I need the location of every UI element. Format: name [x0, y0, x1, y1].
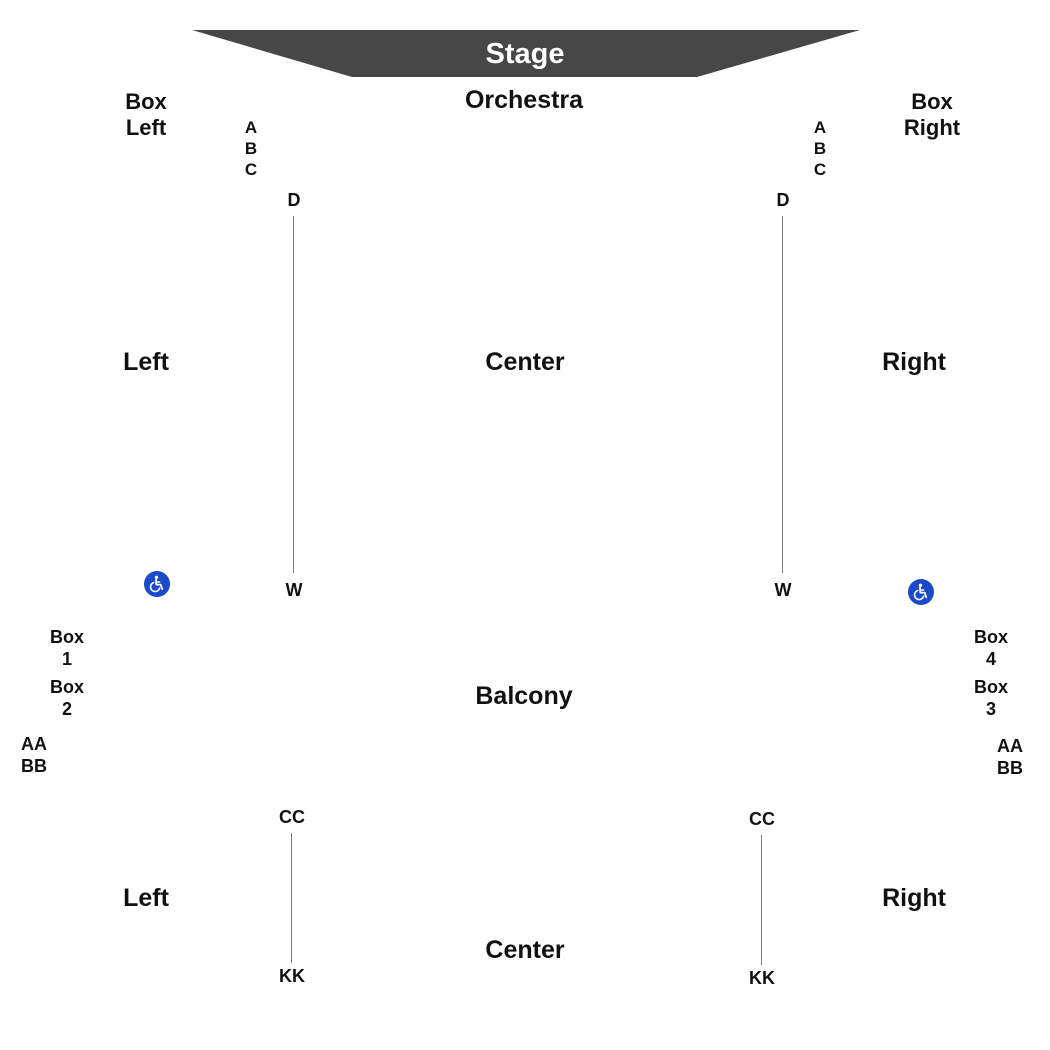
wheelchair-icon — [908, 579, 934, 605]
row-label: BB — [21, 756, 47, 776]
balcony-right-aisle-line — [761, 835, 762, 965]
box-1-line2: 1 — [61, 649, 73, 669]
row-label: A — [244, 118, 258, 137]
row-label: B — [244, 139, 258, 158]
box-2-line1: Box — [49, 677, 85, 697]
box-3-line2: 3 — [985, 699, 997, 719]
box-right-line2: Right — [903, 115, 961, 140]
box-left-line2: Left — [125, 115, 167, 140]
wheelchair-icon — [144, 571, 170, 597]
balcony-title: Balcony — [475, 682, 573, 710]
box-left-label[interactable]: Box Left — [125, 89, 167, 141]
orchestra-left-section[interactable]: Left — [123, 348, 169, 376]
orchestra-center-section[interactable]: Center — [485, 348, 565, 376]
orchestra-left-row-last: W — [285, 580, 303, 600]
row-label: AA — [21, 734, 47, 754]
balcony-right-row-last: KK — [749, 968, 775, 988]
orchestra-left-aisle-line — [293, 216, 294, 573]
row-label: B — [813, 139, 827, 158]
box-3-line1: Box — [973, 677, 1009, 697]
row-label: A — [813, 118, 827, 137]
box-2-label[interactable]: Box 2 — [50, 676, 84, 720]
balcony-left-row-last: KK — [279, 966, 305, 986]
box-1-label[interactable]: Box 1 — [50, 626, 84, 670]
balcony-right-row-first: CC — [749, 809, 775, 829]
box-right-label[interactable]: Box Right — [904, 89, 960, 141]
balcony-left-row-first: CC — [279, 807, 305, 827]
box-right-line1: Box — [911, 89, 953, 114]
orchestra-title: Orchestra — [464, 86, 584, 114]
orchestra-right-row-last: W — [774, 580, 792, 600]
box-left-line1: Box — [125, 89, 167, 114]
orchestra-right-row-first: D — [776, 190, 790, 210]
stage — [192, 30, 860, 77]
balcony-right-rows: AA BB — [997, 735, 1023, 779]
balcony-center-section[interactable]: Center — [485, 936, 565, 964]
box-4-line1: Box — [973, 627, 1009, 647]
row-label: BB — [997, 758, 1023, 778]
stage-label: Stage — [485, 38, 565, 70]
orchestra-left-row-first: D — [287, 190, 301, 210]
orchestra-right-section[interactable]: Right — [882, 348, 946, 376]
box-1-line1: Box — [49, 627, 85, 647]
balcony-left-rows: AA BB — [21, 733, 47, 777]
box-2-line2: 2 — [61, 699, 73, 719]
orchestra-right-aisle-line — [782, 216, 783, 573]
balcony-right-section[interactable]: Right — [882, 884, 946, 912]
row-label: C — [813, 160, 827, 179]
box-4-label[interactable]: Box 4 — [974, 626, 1008, 670]
box-3-label[interactable]: Box 3 — [974, 676, 1008, 720]
row-label: AA — [997, 736, 1023, 756]
box-4-line2: 4 — [985, 649, 997, 669]
box-right-rows: A B C — [814, 117, 826, 180]
box-left-rows: A B C — [245, 117, 257, 180]
balcony-left-section[interactable]: Left — [123, 884, 169, 912]
row-label: C — [244, 160, 258, 179]
balcony-left-aisle-line — [291, 833, 292, 963]
